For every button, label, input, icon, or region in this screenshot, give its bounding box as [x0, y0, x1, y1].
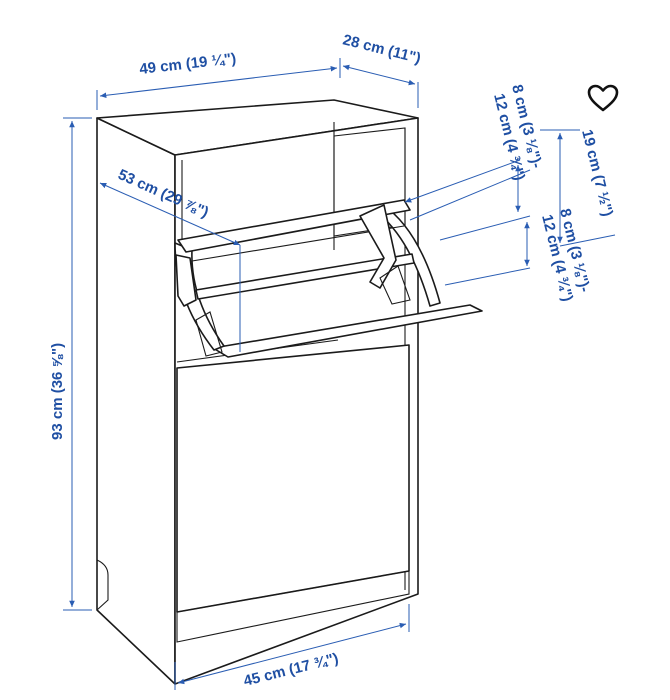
label-height: 93 cm (36 ⅝") [49, 343, 66, 440]
favorite-button[interactable] [586, 82, 620, 114]
label-width-top: 49 cm (19 ¼") [139, 50, 237, 78]
label-compartment-height: 19 cm (7 ½") [578, 128, 616, 218]
label-depth-top: 28 cm (11") [341, 31, 422, 67]
label-width-bottom: 45 cm (17 ¾") [242, 650, 340, 690]
dimension-lines [63, 58, 616, 690]
heart-outline-icon [587, 84, 619, 112]
cabinet-outline [96, 99, 419, 685]
